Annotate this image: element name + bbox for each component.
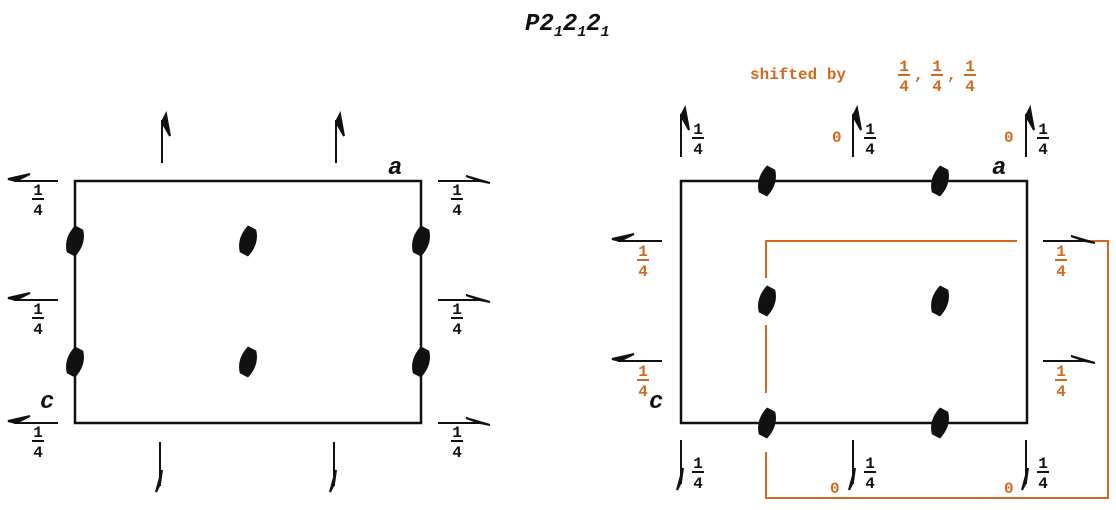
fractions-left: 1 4 1 4 1 4 1 4 1 4 1 4: [32, 182, 463, 462]
axis-a-label-right: a: [992, 155, 1006, 182]
svg-text:1: 1: [865, 455, 875, 473]
right-horizontal-arrows-left: [438, 175, 491, 426]
axis-c-label-left: c: [40, 389, 54, 416]
left-diagram: 1 4 1 4 1 4 1 4 1 4 1 4 a c: [7, 110, 491, 493]
bottom-screw-arrows-right: [676, 440, 1029, 491]
svg-text:4: 4: [693, 475, 703, 493]
unit-cell-left: [73, 179, 423, 425]
svg-text:1: 1: [33, 182, 43, 200]
svg-text:4: 4: [33, 202, 43, 220]
svg-text:1: 1: [1056, 363, 1066, 381]
svg-text:4: 4: [638, 263, 648, 281]
svg-text:1: 1: [865, 121, 875, 139]
svg-text:,: ,: [947, 66, 957, 84]
shift-label: shifted by 1 4 , 1 4 , 1 4: [750, 58, 976, 96]
left-horizontal-arrows-left: [7, 173, 58, 425]
svg-text:1: 1: [1038, 121, 1048, 139]
svg-text:1: 1: [452, 424, 462, 442]
svg-text:4: 4: [452, 444, 462, 462]
svg-text:1: 1: [932, 58, 942, 76]
svg-text:4: 4: [1038, 141, 1048, 159]
svg-text:1: 1: [693, 455, 703, 473]
svg-text:4: 4: [1038, 475, 1048, 493]
svg-text:1: 1: [452, 301, 462, 319]
svg-text:1: 1: [452, 182, 462, 200]
bottom-screw-arrows-left: [155, 442, 337, 493]
axis-c-label-right: c: [649, 389, 663, 416]
svg-text:4: 4: [865, 475, 875, 493]
svg-text:4: 4: [33, 444, 43, 462]
svg-text:4: 4: [965, 78, 975, 96]
top-screw-arrows-left: [160, 110, 345, 163]
left-horizontal-arrows-right: [611, 233, 662, 363]
screw-axes-left: [63, 224, 433, 379]
svg-text:4: 4: [638, 383, 648, 401]
svg-text:1: 1: [1056, 243, 1066, 261]
svg-text:1: 1: [693, 121, 703, 139]
svg-text:1: 1: [33, 301, 43, 319]
fractions-right-orange: 1 4 1 4 1 4 1 4: [637, 243, 1067, 401]
svg-text:1: 1: [638, 243, 648, 261]
right-horizontal-arrows-right: [1043, 235, 1096, 364]
svg-text:4: 4: [899, 78, 909, 96]
svg-text:1: 1: [1038, 455, 1048, 473]
svg-text:4: 4: [865, 141, 875, 159]
zero-labels: 0 0 0 0: [830, 129, 1014, 498]
svg-text:0: 0: [830, 480, 840, 498]
axis-a-label-left: a: [388, 155, 402, 182]
svg-text:1: 1: [965, 58, 975, 76]
top-screw-arrows-right: [679, 104, 1035, 157]
svg-text:4: 4: [932, 78, 942, 96]
svg-text:1: 1: [638, 363, 648, 381]
space-group-title: P212121: [525, 11, 610, 41]
svg-text:0: 0: [1004, 129, 1014, 147]
svg-text:1: 1: [899, 58, 909, 76]
svg-text:,: ,: [914, 66, 924, 84]
svg-text:shifted by: shifted by: [750, 66, 846, 84]
svg-text:4: 4: [1056, 383, 1066, 401]
svg-text:4: 4: [33, 321, 43, 339]
svg-text:4: 4: [1056, 263, 1066, 281]
svg-text:4: 4: [693, 141, 703, 159]
fractions-right-black: 1 4 1 4 1 4 1 4 1 4 1 4: [692, 121, 1049, 493]
svg-text:4: 4: [452, 321, 462, 339]
screw-axes-right: [755, 164, 952, 440]
unit-cell-right: [679, 179, 1029, 425]
svg-text:0: 0: [1004, 480, 1014, 498]
svg-text:1: 1: [33, 424, 43, 442]
svg-text:4: 4: [452, 202, 462, 220]
svg-text:0: 0: [832, 129, 842, 147]
right-diagram: shifted by 1 4 , 1 4 , 1 4: [611, 58, 1109, 499]
